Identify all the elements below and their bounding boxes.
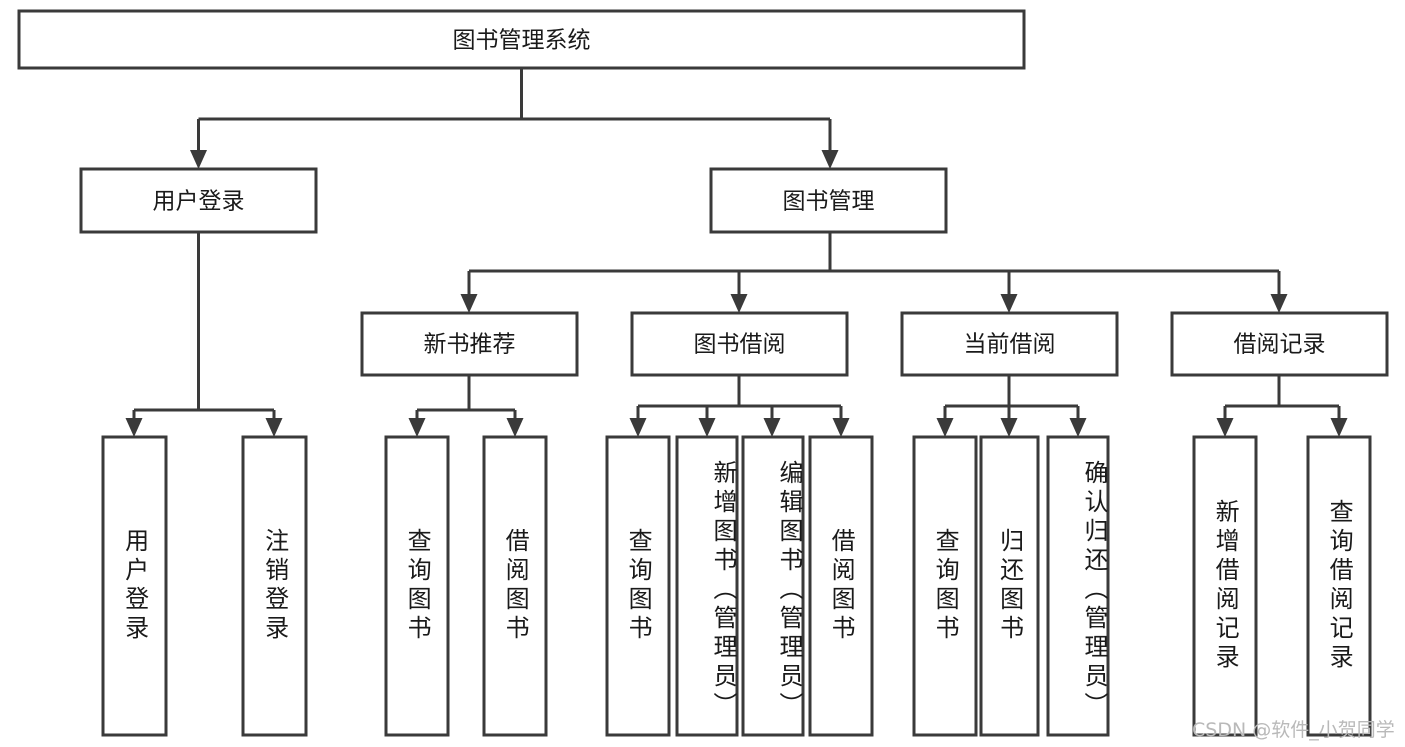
leaf-boxes-borrow-record — [1192, 435, 1372, 737]
leaf-box[interactable] — [1192, 435, 1258, 737]
connector-currentborrow-to-leaves — [936, 375, 1087, 437]
node-borrow-record[interactable]: 借阅记录 — [1170, 311, 1389, 377]
leaf-boxes-current-borrow — [912, 435, 1110, 737]
leaf-box[interactable] — [241, 435, 308, 737]
node-new-book-recommend-label: 新书推荐 — [424, 332, 516, 358]
node-current-borrow[interactable]: 当前借阅 — [900, 311, 1119, 377]
node-book-manage[interactable]: 图书管理 — [709, 167, 948, 234]
node-book-borrow-label: 图书借阅 — [694, 332, 786, 358]
node-book-manage-label: 图书管理 — [783, 189, 875, 215]
connector-newbook-to-leaves — [408, 375, 524, 437]
connector-userlogin-to-leaves — [125, 232, 283, 437]
leaf-boxes-user-login — [101, 435, 308, 737]
node-user-login-label: 用户登录 — [153, 189, 245, 215]
leaf-box[interactable] — [384, 435, 450, 737]
leaf-boxes-book-borrow — [605, 435, 874, 737]
node-current-borrow-label: 当前借阅 — [964, 332, 1056, 358]
connector-bookmanage-to-level3 — [460, 232, 1288, 313]
node-book-borrow[interactable]: 图书借阅 — [630, 311, 849, 377]
leaf-box[interactable] — [482, 435, 548, 737]
leaf-box[interactable] — [741, 435, 805, 737]
node-new-book-recommend[interactable]: 新书推荐 — [360, 311, 579, 377]
connector-bookborrow-to-leaves — [629, 375, 850, 437]
connector-borrowrecord-to-leaves — [1216, 375, 1348, 437]
leaf-box[interactable] — [605, 435, 671, 737]
connector-root-to-level2 — [190, 68, 839, 169]
csdn-watermark: CSDN @软件_小贺同学 — [1192, 719, 1395, 741]
leaf-box[interactable] — [101, 435, 168, 737]
node-root[interactable]: 图书管理系统 — [17, 9, 1026, 70]
node-root-label: 图书管理系统 — [453, 28, 591, 54]
leaf-box[interactable] — [808, 435, 874, 737]
node-user-login[interactable]: 用户登录 — [79, 167, 318, 234]
leaf-box[interactable] — [1046, 435, 1110, 737]
node-borrow-record-label: 借阅记录 — [1234, 332, 1326, 358]
leaf-box[interactable] — [675, 435, 739, 737]
leaf-box[interactable] — [979, 435, 1040, 737]
leaf-boxes-new-book-recommend — [384, 435, 548, 737]
leaf-box[interactable] — [912, 435, 978, 737]
leaf-box[interactable] — [1306, 435, 1372, 737]
